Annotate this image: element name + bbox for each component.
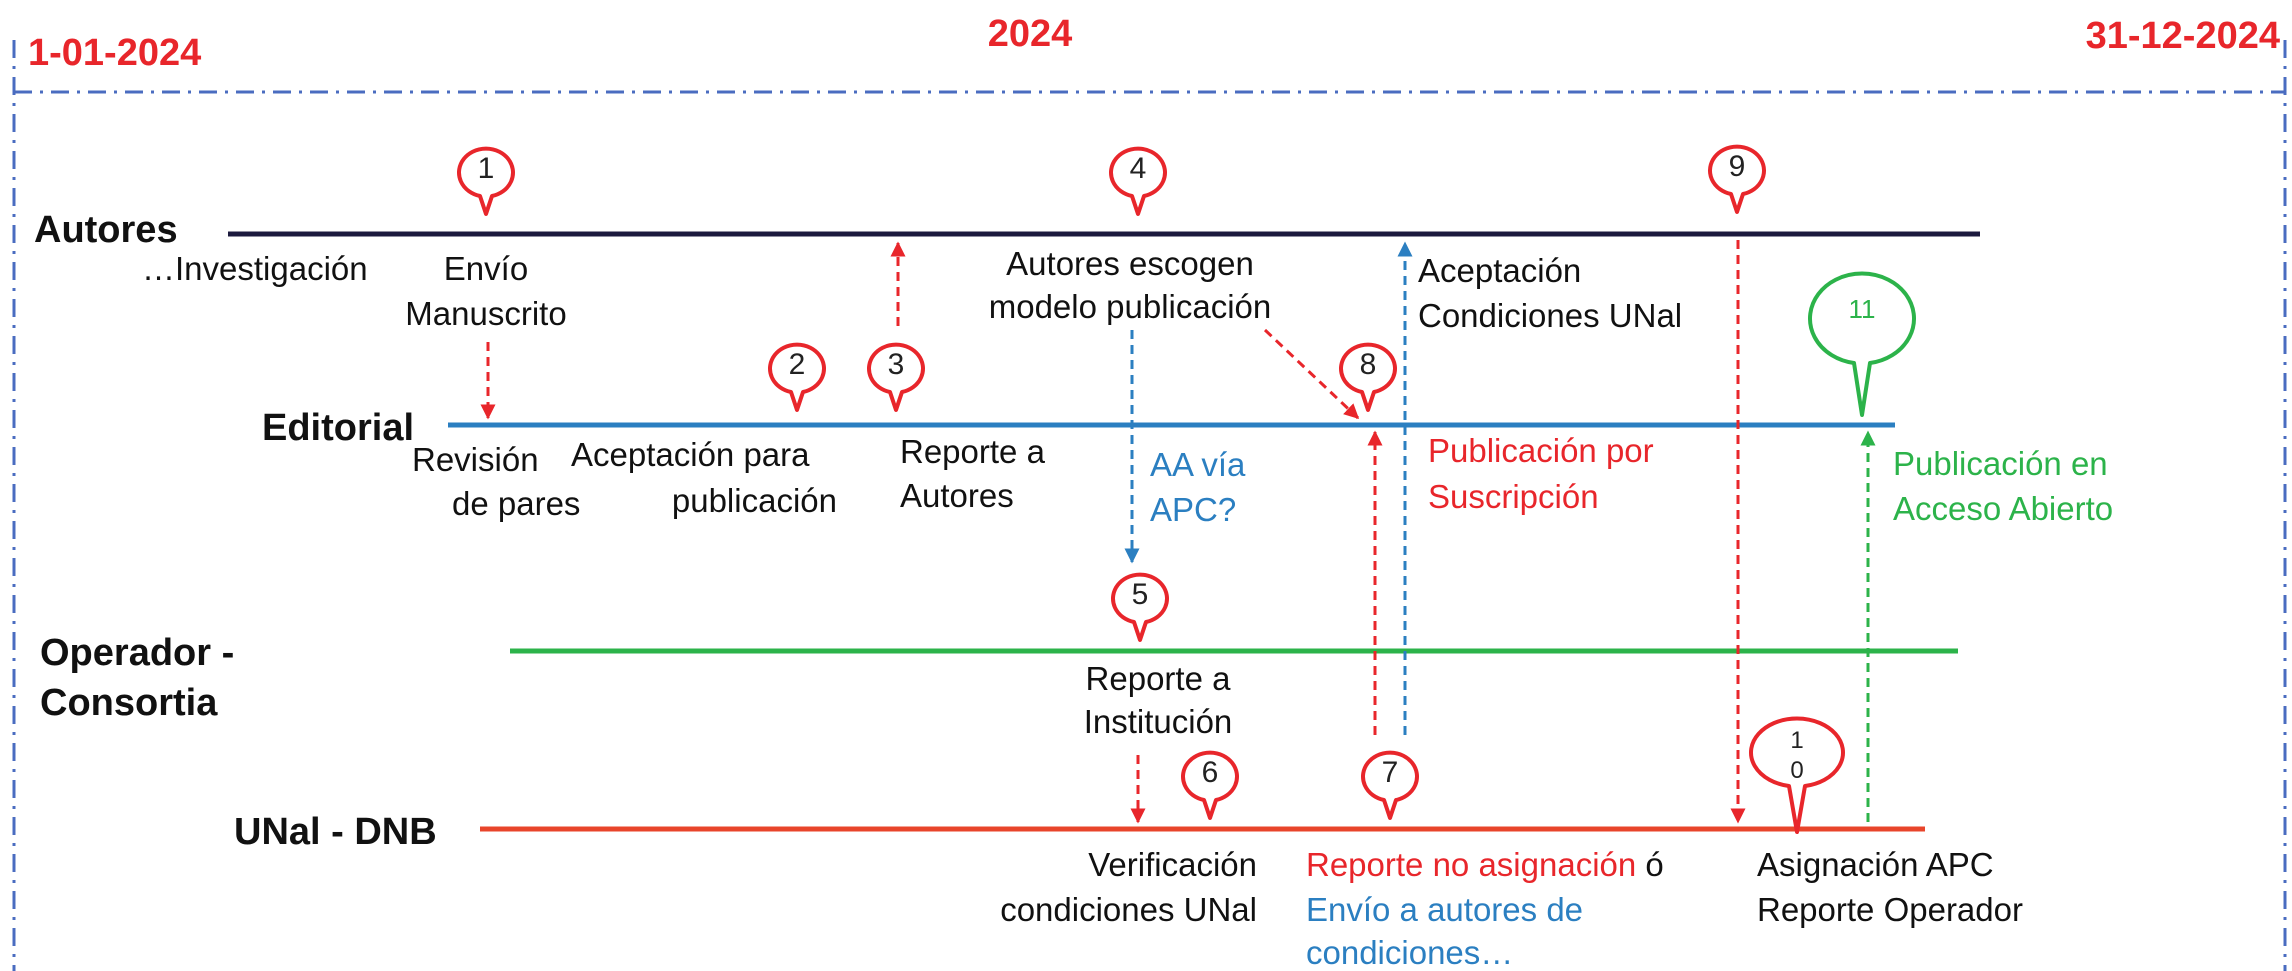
marker-6-icon: 6 [1181,750,1239,820]
marker-1-label: 1 [478,152,495,185]
timeline-frame [12,40,2287,971]
marker-2-label: 2 [789,348,806,381]
marker-7-icon: 7 [1361,750,1419,820]
marker-1-icon: 1 [457,146,515,216]
arrow-modelo-to-suscripcion [1263,328,1360,420]
marker-8-icon: 8 [1339,342,1397,412]
label-envio-autores-1: Envío a autores de [1306,891,1583,928]
label-envio-autores-2: condiciones… [1306,934,1513,971]
year-label: 2024 [988,13,1073,55]
label-aceptacion-cond-2: Condiciones UNal [1418,297,1682,334]
label-asignacion-1: Asignación APC [1757,846,1994,883]
label-revision-2: de pares [452,485,580,522]
marker-10-icon: 1 0 [1749,716,1845,834]
start-date: 1-01-2024 [28,32,201,74]
label-autores-escogen-1: Autores escogen [1006,245,1254,282]
label-revision-1: Revisión [412,441,539,478]
marker-7-label: 7 [1382,756,1399,789]
label-pub-acceso-2: Acceso Abierto [1893,490,2113,527]
marker-5-icon: 5 [1111,572,1169,642]
label-aceptacion-pub-1: Aceptación para [571,436,810,473]
marker-5-label: 5 [1132,578,1149,611]
label-pub-suscripcion-1: Publicación por [1428,432,1654,469]
label-investigacion: …Investigación [142,250,368,287]
label-aa-apc-1: AA vía [1150,446,1246,483]
marker-9-icon: 9 [1708,144,1766,214]
label-verificacion-1: Verificación [1088,846,1257,883]
label-aceptacion-cond-1: Aceptación [1418,252,1581,289]
label-aa-apc-2: APC? [1150,491,1236,528]
marker-4-icon: 4 [1109,146,1167,216]
label-verificacion-2: condiciones UNal [1000,891,1257,928]
marker-3-icon: 3 [867,342,925,412]
label-asignacion-2: Reporte Operador [1757,891,2023,928]
marker-11-icon: 11 [1808,271,1916,417]
lane-title-operador-1: Operador - [40,632,234,674]
label-reporte-no-asig-text: Reporte no asignación [1306,846,1636,883]
label-envio-2: Manuscrito [405,295,566,332]
label-reporte-autores-1: Reporte a [900,433,1046,470]
label-o-conjunction: ó [1636,846,1664,883]
label-autores-escogen-2: modelo publicación [989,288,1272,325]
label-reporte-inst-2: Institución [1084,703,1233,740]
marker-6-label: 6 [1202,756,1219,789]
marker-10-label-a: 1 [1790,727,1803,754]
marker-10-label-b: 0 [1790,757,1803,784]
label-aceptacion-pub-2: publicación [672,482,837,519]
lane-title-unal: UNal - DNB [234,811,437,853]
marker-11-label: 11 [1849,294,1876,324]
label-pub-suscripcion-2: Suscripción [1428,478,1599,515]
marker-2-icon: 2 [768,342,826,412]
end-date: 31-12-2024 [2086,15,2280,57]
marker-8-label: 8 [1360,348,1377,381]
label-reporte-inst-1: Reporte a [1086,660,1232,697]
lane-title-autores: Autores [34,209,178,251]
lane-title-operador-2: Consortia [40,682,218,724]
lane-title-editorial: Editorial [262,407,414,449]
marker-9-label: 9 [1729,150,1746,183]
label-envio-1: Envío [444,250,528,287]
marker-4-label: 4 [1130,152,1147,185]
label-reporte-autores-2: Autores [900,477,1014,514]
marker-3-label: 3 [888,348,905,381]
label-pub-acceso-1: Publicación en [1893,445,2108,482]
label-reporte-no-asignacion: Reporte no asignación ó [1306,846,1664,883]
